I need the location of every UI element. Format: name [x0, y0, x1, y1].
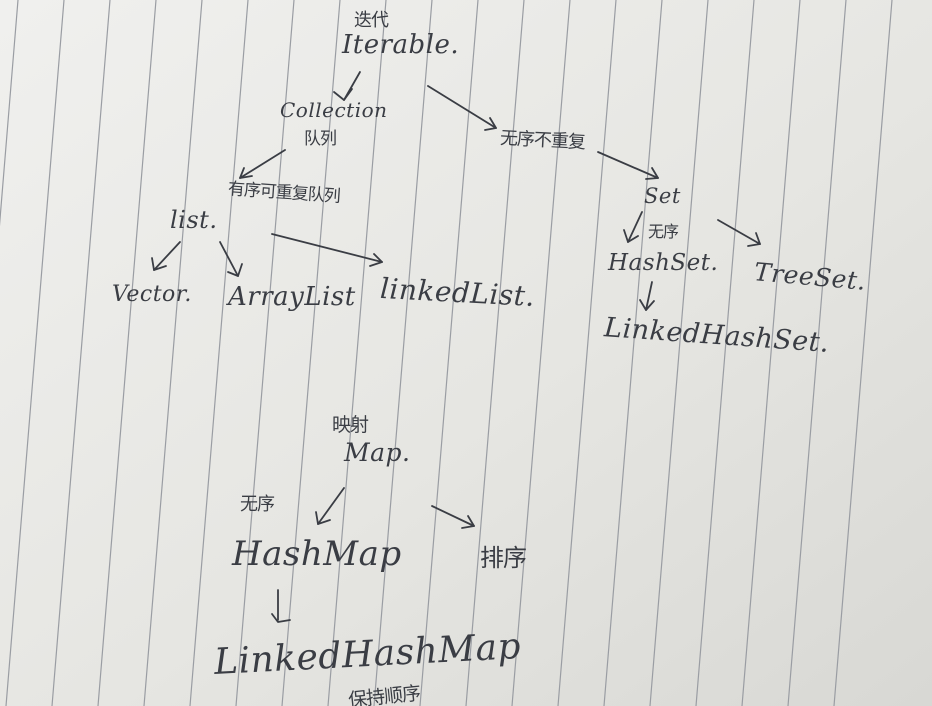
- note-iterable: Iterable.: [342, 30, 460, 60]
- arrowhead: [151, 257, 167, 271]
- arrowhead: [623, 229, 639, 243]
- note-arraylist: ArrayList: [228, 282, 356, 312]
- ruled-line: [419, 0, 479, 706]
- note-iteration-cn: 迭代: [354, 10, 389, 31]
- ruled-line: [465, 0, 525, 706]
- note-collection: Collection: [280, 98, 388, 122]
- ruled-line: [373, 0, 433, 706]
- ruled-line: [327, 0, 387, 706]
- note-unordered-cn: 无序不重复: [499, 127, 586, 154]
- ruled-line: [603, 0, 663, 706]
- ruled-line: [511, 0, 571, 706]
- ruled-line: [741, 0, 801, 706]
- note-set-cn: 无序: [648, 222, 679, 241]
- note-list: list.: [170, 206, 218, 234]
- ruled-line: [235, 0, 295, 706]
- note-collection-cn: 队列: [304, 129, 337, 149]
- ruled-line: [695, 0, 755, 706]
- ruled-line: [189, 0, 249, 706]
- arrowhead: [645, 167, 659, 180]
- arrowhead: [747, 232, 761, 247]
- arrowhead: [271, 613, 291, 623]
- arrow-set-hashset: [627, 211, 643, 243]
- arrow-map-sorted: [431, 505, 475, 527]
- arrowhead: [227, 263, 243, 277]
- arrow-list-arraylist: [219, 241, 239, 277]
- ruled-line: [833, 0, 893, 706]
- arrowhead: [639, 299, 655, 311]
- note-vector: Vector.: [112, 282, 192, 307]
- ruled-line: [557, 0, 617, 706]
- diagram-arrows: [151, 71, 761, 623]
- ruled-line: [51, 0, 111, 706]
- ruled-lines: [0, 0, 893, 706]
- ruled-line: [143, 0, 203, 706]
- ruled-line: [649, 0, 709, 706]
- arrow-map-hashmap: [317, 487, 345, 525]
- note-set: Set: [644, 184, 681, 208]
- arrow-unordered-set: [597, 151, 659, 179]
- arrowhead: [239, 167, 253, 179]
- note-map: Map.: [344, 438, 411, 467]
- ruled-line: [5, 0, 65, 706]
- note-hashset: HashSet.: [608, 250, 719, 276]
- note-hashmap: HashMap: [232, 534, 402, 574]
- arrowhead: [461, 515, 475, 529]
- ruled-line: [787, 0, 847, 706]
- arrow-list-linkedlist: [271, 233, 383, 263]
- note-hashmap-cn: 无序: [240, 494, 275, 515]
- arrow-list-vector: [153, 241, 181, 271]
- arrow-iterable-unordered: [427, 85, 497, 129]
- ruled-line: [281, 0, 341, 706]
- ruled-line: [97, 0, 157, 706]
- arrowhead: [333, 88, 353, 101]
- arrow-collection-ordered: [239, 149, 286, 179]
- note-sorted-cn: 排序: [480, 544, 527, 572]
- note-map-cn: 映射: [332, 414, 369, 436]
- arrowhead: [369, 253, 383, 267]
- arrowhead: [315, 511, 331, 525]
- ruled-line: [0, 0, 19, 227]
- arrow-hashset-linkedhashset: [645, 281, 653, 311]
- arrowhead: [484, 117, 497, 131]
- arrow-set-treeset: [717, 219, 761, 245]
